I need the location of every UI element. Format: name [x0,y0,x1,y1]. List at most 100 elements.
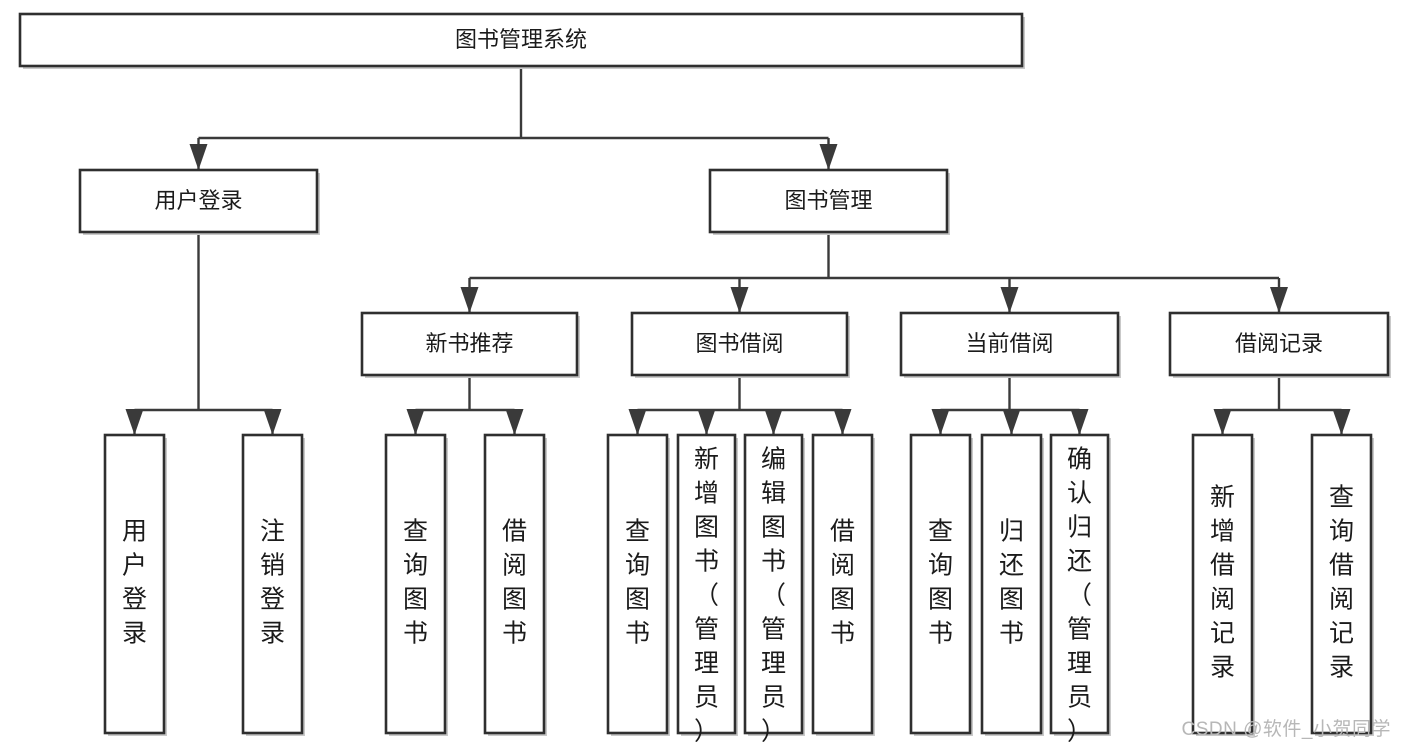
node-label-char: 阅 [830,552,855,580]
node-rect[interactable] [78,168,319,234]
node-label-char: 借 [830,518,855,546]
node-label-char: 图 [761,514,786,542]
node-level3-当前借阅[interactable]: 当前借阅 [899,311,1121,378]
node-label-char: 户 [122,552,147,580]
node-level2-用户登录[interactable]: 用户登录 [78,168,320,235]
connector-arrowhead [460,287,479,313]
node-label-char: 书 [761,548,786,576]
node-label-char: 管 [1067,616,1092,644]
node-label-char: 记 [1210,620,1235,648]
connector-arrowhead [263,409,282,435]
node-rect[interactable] [241,433,304,735]
connector-arrowhead [764,409,783,435]
node-label-char: 录 [122,620,147,648]
node-label: 新书推荐 [425,331,513,356]
node-rect[interactable] [384,433,447,735]
node-label-char: 管 [761,616,786,644]
node-label-char: 借 [1329,552,1354,580]
node-rect[interactable] [1168,311,1390,377]
node-label-char: （ [1067,582,1092,610]
node-label-char: 询 [625,552,650,580]
node-label: 用户登录 [154,188,242,213]
node-label-char: 查 [625,518,650,546]
node-label-char: 书 [502,620,527,648]
node-label-char: 书 [403,620,428,648]
node-label-char: 询 [1329,518,1354,546]
node-rect[interactable] [708,168,949,234]
node-label-char: 录 [260,620,285,648]
connector-arrowhead [819,144,838,170]
node-label-char: 图 [502,586,527,614]
node-label-char: 询 [403,552,428,580]
node-level3-图书借阅[interactable]: 图书借阅 [630,311,850,378]
node-label-char: 管 [694,616,719,644]
node-label: 当前借阅 [965,331,1053,356]
node-rect[interactable] [743,433,804,735]
connector-arrowhead [505,409,524,435]
node-rect[interactable] [980,433,1043,735]
node-level2-图书管理[interactable]: 图书管理 [708,168,950,235]
node-label-char: 阅 [1210,586,1235,614]
node-label-char: ） [1067,718,1092,746]
node-label-char: 图 [928,586,953,614]
node-rect[interactable] [1049,433,1110,735]
node-leaf-用户登录[interactable]: 用户登录 [103,433,167,736]
node-rect[interactable] [103,433,166,735]
node-label-char: 认 [1067,480,1092,508]
node-level3-新书推荐[interactable]: 新书推荐 [360,311,580,378]
node-label-char: 登 [260,586,285,614]
node-label-char: 归 [999,518,1024,546]
node-label-char: 增 [694,480,719,508]
node-label-char: 借 [1210,552,1235,580]
node-label-char: 理 [694,650,719,678]
watermark-text: CSDN @软件_小贺同学 [1181,719,1391,740]
node-label-char: 新 [1210,484,1235,512]
node-label-char: 辑 [761,480,786,508]
node-root-图书管理系统[interactable]: 图书管理系统 [18,12,1025,69]
node-rect[interactable] [1191,433,1254,735]
node-label-char: 销 [260,552,285,580]
node-label-char: 注 [260,518,285,546]
node-rect[interactable] [360,311,579,377]
node-rect[interactable] [1310,433,1373,735]
node-rect[interactable] [483,433,546,735]
node-rect[interactable] [899,311,1120,377]
node-rect[interactable] [630,311,849,377]
node-rect[interactable] [811,433,874,735]
nodes-layer: 图书管理系统用户登录图书管理用户登录注销登录新书推荐查询图书借阅图书图书借阅查询… [18,12,1391,746]
connector-arrowhead [730,287,749,313]
node-label-char: 编 [761,446,786,474]
node-rect[interactable] [606,433,669,735]
node-rect[interactable] [676,433,737,735]
node-label: 图书管理系统 [455,27,587,52]
node-rect[interactable] [18,12,1024,68]
node-label-char: 增 [1210,518,1235,546]
node-label-char: 书 [625,620,650,648]
connector-arrowhead [406,409,425,435]
connector-arrowhead [1332,409,1351,435]
node-label-char: 用 [122,518,147,546]
node-label-char: ） [761,718,786,746]
node-label-char: 阅 [1329,586,1354,614]
node-level3-借阅记录[interactable]: 借阅记录 [1168,311,1391,378]
node-label-char: 录 [1329,654,1354,682]
node-rect[interactable] [909,433,972,735]
